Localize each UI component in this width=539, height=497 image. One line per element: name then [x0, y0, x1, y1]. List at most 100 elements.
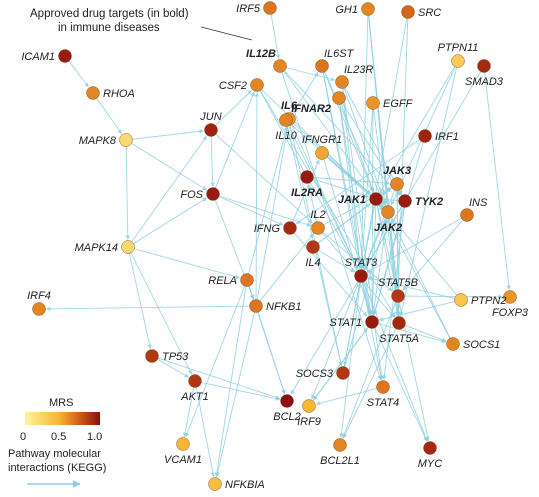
edge-stat5b-bcl2l1	[342, 301, 397, 439]
edge-akt1-vcam1	[182, 387, 195, 438]
node-mapk8	[119, 133, 133, 147]
node-label-jun: JUN	[199, 111, 221, 123]
edge-ptpn11-jak1	[379, 66, 456, 193]
edge-nfkb1-irf4	[46, 305, 250, 312]
legend-title: MRS	[49, 397, 73, 409]
legend: MRS 0 0.5 1.0 Pathway molecular interact…	[8, 397, 106, 488]
node-label-ifng: IFNG	[254, 223, 281, 235]
node-irf4	[32, 302, 46, 316]
node-socs3	[336, 366, 350, 380]
node-label-il2ra: IL2RA	[291, 187, 323, 199]
node-fos	[206, 187, 220, 201]
edge-irf9-stat1	[312, 327, 368, 402]
node-ifnar2	[332, 91, 346, 105]
node-jak2	[381, 205, 395, 219]
edge-stat5a-socs1	[404, 324, 447, 342]
node-label-rela: RELA	[208, 275, 237, 287]
edge-rhoa-mapk8	[96, 98, 123, 135]
edge-akt1-bcl2	[201, 381, 281, 401]
node-jun	[204, 123, 218, 137]
node-label-nfkbia: NFKBIA	[225, 479, 265, 491]
node-irf1	[418, 129, 432, 143]
node-label-nfkb1: NFKB1	[266, 301, 301, 313]
edge-jun-fos	[210, 136, 215, 187]
edge-smad3-stat3	[364, 71, 482, 270]
edge-mapk8-mapk14	[125, 146, 131, 240]
node-label-irf4: IRF4	[27, 290, 51, 302]
edge-socs1-jak2	[390, 218, 451, 339]
edge-stat3-stat1	[362, 282, 372, 316]
node-stat5a	[392, 316, 406, 330]
node-label-fos: FOS	[180, 189, 203, 201]
annotation-leader-line	[200, 26, 253, 41]
node-il10	[279, 113, 293, 127]
node-label-akt1: AKT1	[180, 391, 209, 403]
node-rela	[240, 273, 254, 287]
edge-mapk14-tp53	[128, 253, 152, 350]
edge-smad3-foxp3	[484, 72, 511, 290]
edge-stat1-socs1	[378, 323, 447, 344]
node-icam1	[58, 49, 72, 63]
annotation-line-1: Approved drug targets (in bold)	[30, 8, 189, 20]
edge-ifnar2-stat1	[339, 104, 373, 316]
node-label-socs1: SOCS1	[463, 339, 500, 351]
node-label-il6: IL6	[281, 100, 298, 112]
node-stat4	[376, 380, 390, 394]
edge-il2ra-jak3	[313, 177, 390, 186]
node-label-csf2: CSF2	[219, 80, 247, 92]
node-label-il23r: IL23R	[344, 64, 373, 76]
node-nfkbia	[208, 477, 222, 491]
edge-jak1-stat3	[361, 205, 376, 270]
annotation-line-2: in immune diseases	[58, 22, 160, 34]
node-il4	[306, 240, 320, 254]
node-label-il6st: IL6ST	[324, 48, 355, 60]
node-csf2	[250, 78, 264, 92]
node-rhoa	[86, 86, 100, 100]
node-bcl2l1	[333, 438, 347, 452]
edge-src-stat3	[360, 18, 408, 270]
edge-socs3-stat3	[343, 282, 362, 367]
edge-fos-ifng	[218, 196, 284, 226]
edge-ifnar2-stat3	[339, 104, 362, 270]
node-il23r	[335, 75, 349, 89]
node-label-gh1: GH1	[335, 4, 358, 16]
edge-il2-il2ra	[307, 183, 318, 222]
edge-mapk14-rela	[134, 248, 241, 280]
node-ins	[460, 208, 474, 222]
node-il2ra	[300, 170, 314, 184]
edge-il10-stat3	[288, 125, 359, 270]
edge-stat3-bcl2	[290, 281, 359, 395]
edge-irf1-ifng	[295, 139, 420, 225]
edge-il6-stat3	[291, 124, 359, 270]
node-label-stat4: STAT4	[367, 397, 400, 409]
node-label-irf5: IRF5	[236, 3, 261, 15]
edge-rela-vcam1	[185, 285, 246, 438]
edge-rela-nfkbia	[214, 286, 247, 478]
edge-stat1-myc	[374, 327, 428, 442]
node-label-il2: IL2	[310, 209, 325, 221]
node-label-bcl2: BCL2	[273, 411, 301, 423]
edge-jak2-stat1	[371, 218, 388, 316]
node-irf9	[302, 399, 316, 413]
node-label-smad3: SMAD3	[465, 76, 504, 88]
node-tp53	[145, 349, 159, 363]
node-smad3	[477, 59, 491, 73]
node-label-ifngr1: IFNGR1	[302, 134, 342, 146]
node-vcam1	[176, 437, 190, 451]
node-egff	[366, 96, 380, 110]
node-src	[401, 5, 415, 19]
edge-stat5a-bcl2l1	[342, 328, 397, 439]
node-ptpn11	[451, 54, 465, 68]
node-stat3	[354, 269, 368, 283]
edge-stat3-stat4	[361, 282, 383, 381]
node-il12b	[273, 59, 287, 73]
node-label-stat3: STAT3	[345, 257, 378, 269]
legend-tick-0: 0	[20, 431, 26, 443]
edge-nfkb1-csf2	[254, 92, 260, 300]
node-ifng	[283, 221, 297, 235]
node-label-ifnar2: IFNAR2	[291, 103, 331, 115]
edge-ptpn2-stat3	[367, 276, 455, 299]
node-bcl2	[280, 394, 294, 408]
